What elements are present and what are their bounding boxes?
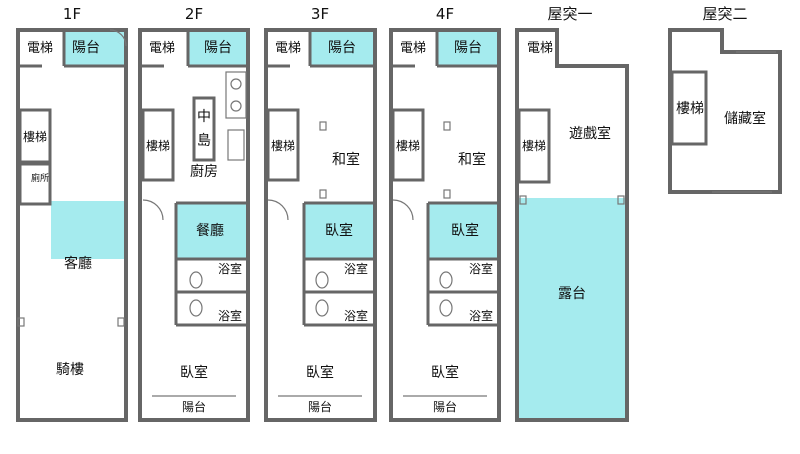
room-label-island-1: 中 [197,109,211,125]
room-label-island-2: 島 [197,133,211,149]
floor-title-1f: 1F [63,5,81,23]
pillar [443,189,451,199]
burner [230,78,242,90]
floor-plan-2f: 2F 電梯 陽台 樓梯 中 島 廚房 餐廳 浴室 浴室 臥室 陽台 [138,5,250,422]
room-label-terrace: 露台 [558,286,586,302]
toilet-fixture [315,299,329,317]
balcony-area-4f [437,30,499,66]
room-label-bedroom: 臥室 [431,364,459,381]
pillar [319,189,327,199]
room-label-elevator: 電梯 [27,41,53,56]
floor-plan-roof-2: 屋突二 樓梯 儲藏室 [668,5,782,194]
floor-plan-3f: 3F 電梯 陽台 樓梯 和室 臥室 浴室 浴室 臥室 陽台 [264,5,377,422]
pillar [17,317,25,327]
door-swing [109,29,127,47]
room-label-rear-balcony: 陽台 [182,399,206,414]
stairs-box-1f [18,108,52,164]
toilet-fixture [189,299,203,317]
stairs-box-4f [391,108,425,182]
floor-title-2f: 2F [185,5,203,23]
room-label-bath: 浴室 [469,261,493,276]
outer-wall-4f [389,28,501,422]
pillar [617,195,625,205]
room-label-arcade: 騎樓 [56,362,84,378]
living-area-1f [51,201,124,259]
room-label-storage: 儲藏室 [724,110,766,127]
room-label-balcony: 陽台 [454,40,482,56]
room-label-bedroom-front: 臥室 [325,222,353,239]
door-swing [142,199,164,221]
pillar [319,121,327,131]
room-label-bath: 浴室 [469,308,493,323]
outer-wall-3f [264,28,377,422]
room-label-bedroom: 臥室 [180,364,208,381]
toilet-fixture [439,271,453,289]
floor-plan-1f: 1F 電梯 陽台 樓梯 廁所 客廳 騎樓 [16,5,128,422]
room-label-stairs: 樓梯 [676,101,704,117]
door-swing [392,199,414,221]
floor-title-roof-2: 屋突二 [702,5,747,23]
room-label-elevator: 電梯 [527,41,553,56]
toilet-box-1f [18,162,52,206]
room-label-bath: 浴室 [344,308,368,323]
balcony-area-3f [310,30,375,66]
toilet-fixture [439,299,453,317]
room-label-stairs: 樓梯 [522,138,546,153]
room-label-elevator: 電梯 [149,41,175,56]
outer-wall-roof-1 [515,28,629,422]
room-label-balcony: 陽台 [72,40,100,56]
burner [230,100,242,112]
toilet-fixture [315,271,329,289]
stairs-box-roof-2 [670,70,708,146]
floor-plan-roof-1: 屋突一 電梯 樓梯 遊戲室 露台 [515,5,629,422]
room-label-dining: 餐廳 [196,222,224,239]
room-label-game-room: 遊戲室 [569,125,611,142]
door-swing [267,199,289,221]
toilet-fixture [189,271,203,289]
room-label-washitsu: 和室 [332,151,360,168]
room-label-bedroom-front: 臥室 [451,222,479,239]
room-label-rear-balcony: 陽台 [308,399,332,414]
room-label-kitchen: 廚房 [190,163,218,180]
pillar [117,317,125,327]
floor-title-3f: 3F [311,5,329,23]
balcony-area-1f [64,30,126,66]
room-label-stairs: 樓梯 [271,138,295,153]
pillar [443,121,451,131]
room-label-washitsu: 和室 [458,151,486,168]
floor-title-4f: 4F [436,5,454,23]
room-label-bath: 浴室 [218,308,242,323]
room-label-bath: 浴室 [344,261,368,276]
room-label-toilet: 廁所 [31,172,49,184]
room-label-living: 客廳 [64,255,92,272]
outer-wall-1f [16,28,128,422]
outer-wall-2f [138,28,250,422]
room-label-stairs: 樓梯 [396,138,420,153]
room-label-bath: 浴室 [218,261,242,276]
sink [227,129,245,161]
balcony-area-2f [188,30,248,66]
room-label-rear-balcony: 陽台 [433,399,457,414]
room-label-bedroom: 臥室 [306,364,334,381]
bedroom-front-area-3f [304,203,374,259]
stove [225,71,247,119]
stairs-box-roof-1 [517,108,551,184]
room-label-stairs: 樓梯 [146,138,170,153]
room-label-elevator: 電梯 [275,41,301,56]
room-label-balcony: 陽台 [204,40,232,56]
room-label-balcony: 陽台 [328,40,356,56]
room-label-stairs: 樓梯 [23,129,47,144]
dining-area-2f [176,203,246,259]
floor-title-roof-1: 屋突一 [547,5,592,23]
outer-wall-roof-2 [668,28,782,194]
bedroom-front-area-4f [428,203,498,259]
pillar [519,195,527,205]
terrace-area [519,198,627,420]
room-label-elevator: 電梯 [400,41,426,56]
stairs-box-2f [141,108,175,182]
floor-plan-4f: 4F 電梯 陽台 樓梯 和室 臥室 浴室 浴室 臥室 陽台 [389,5,501,422]
kitchen-island [192,96,216,162]
stairs-box-3f [266,108,300,182]
